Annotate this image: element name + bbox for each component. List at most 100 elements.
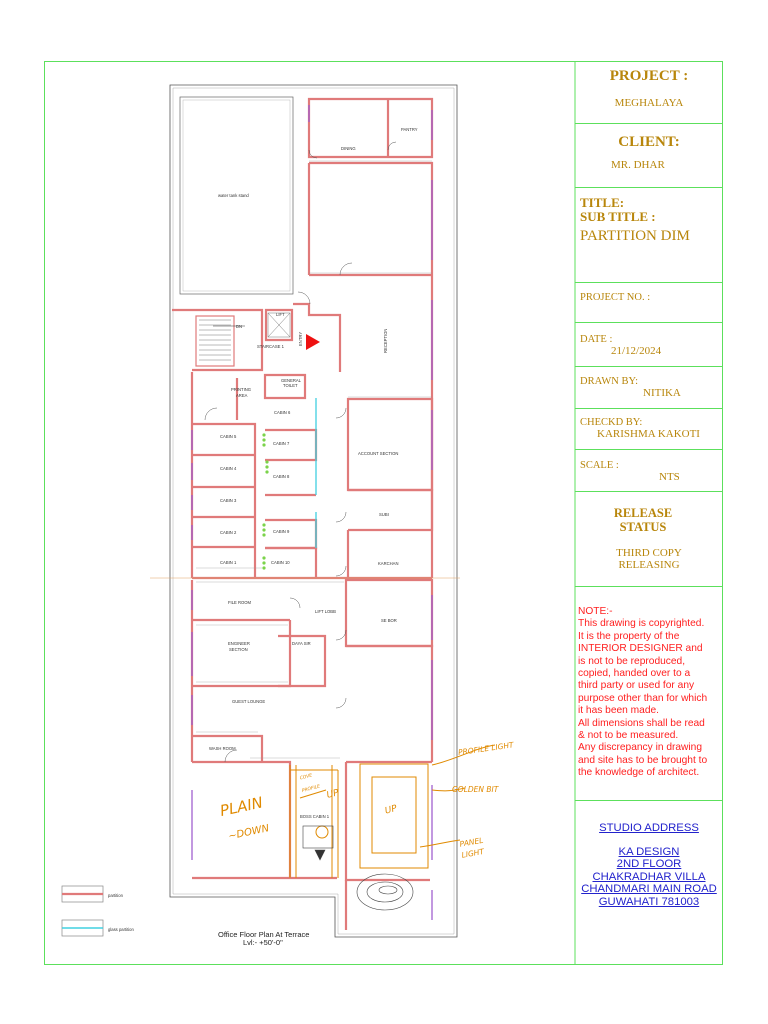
label-guest-lounge: GUEST LOUNGE [232, 699, 265, 704]
note-line: is not to be reproduced, [578, 655, 686, 667]
entry-marker-icon [306, 334, 320, 350]
studio-line: KA DESIGN [618, 845, 680, 858]
water-tank-stand [179, 96, 294, 295]
client-label: CLIENT: [618, 134, 680, 150]
title-block-note: NOTE:- This drawing is copyrighted. It i… [575, 587, 723, 801]
label-cabin-9: CABIN 9 [273, 529, 290, 534]
label-staircase: STAIRCASE 1 [257, 344, 285, 349]
title-block-project: PROJECT : MEGHALAYA [575, 61, 723, 124]
label-dining: DINING [341, 146, 356, 151]
note-line: it has been made. [578, 705, 659, 717]
label-account-section: ACCOUNT SECTION [358, 451, 398, 456]
label-engineer: ENGINEER [228, 641, 250, 646]
label-cabin-1: CABIN 1 [220, 560, 237, 565]
annotation-cove: COVE [299, 772, 313, 781]
title-block-client: CLIENT: MR. DHAR [575, 124, 723, 188]
annotation-panel-light-2: LIGHT [461, 847, 486, 860]
checked-by-label: CHECKD BY: [580, 417, 643, 428]
title-block-studio: STUDIO ADDRESS KA DESIGN 2ND FLOOR CHAKR… [575, 801, 723, 965]
label-cabin-6: CABIN 6 [274, 410, 291, 415]
annotation-profile: PROFILE [301, 783, 321, 794]
label-cabin-7: CABIN 7 [273, 441, 290, 446]
dimension-lines [150, 160, 460, 759]
title-block-date: DATE : 21/12/2024 [575, 323, 723, 367]
annotation-up-1: UP [326, 788, 341, 801]
note-line: purpose other than for which [578, 692, 708, 704]
label-dn: DN [236, 324, 242, 329]
building-inner-outline [172, 87, 455, 935]
title-block-checked-by: CHECKD BY: KARISHMA KAKOTI [575, 409, 723, 450]
note-line: copied, handed over to a [578, 668, 691, 680]
label-lift-lobby: LIFT LOBB [315, 609, 336, 614]
studio-line: GUWAHATI 781003 [598, 895, 700, 908]
boss-cabin-sketch [289, 744, 496, 878]
label-lift: LIFT [276, 312, 285, 317]
label-general-toilet: GENERAL [281, 378, 302, 383]
label-reception: RECEPTION [383, 329, 388, 353]
label-engineer-section: SECTION [229, 647, 248, 652]
date-value: 21/12/2024 [611, 345, 662, 357]
release-value-1: THIRD COPY [616, 547, 682, 559]
label-water-tank: water tank stand [218, 193, 249, 198]
note-line: NOTE:- [578, 606, 613, 617]
date-label: DATE : [580, 334, 613, 345]
note-line: It is the property of the [578, 630, 680, 642]
subtitle-label: SUB TITLE : [580, 209, 656, 224]
label-boss-cabin: BOSS CABIN 1 [300, 814, 330, 819]
plan-level: Lvl:- +50'-0" [243, 938, 283, 947]
scale-label: SCALE : [580, 460, 619, 471]
annotation-plain: PLAIN [218, 793, 264, 820]
label-cabin-4: CABIN 4 [220, 466, 237, 471]
note-line: Any discrepancy in drawing [578, 742, 703, 754]
drawn-by-value: NITIKA [643, 387, 681, 399]
label-sub: SUBI [379, 512, 389, 517]
client-value: MR. DHAR [611, 159, 665, 171]
label-kitchen: KARCHAN [378, 561, 398, 566]
legend-glass-label: glass partition [108, 927, 135, 932]
title-block-drawn-by: DRAWN BY: NITIKA [575, 367, 723, 409]
project-value: MEGHALAYA [614, 97, 684, 109]
studio-line: 2ND FLOOR [616, 858, 682, 871]
label-daya-sir: DAYA SIR [292, 641, 311, 646]
title-block-scale: SCALE : NTS [575, 450, 723, 492]
note-line: This drawing is copyrighted. [578, 618, 705, 630]
drawn-by-label: DRAWN BY: [580, 376, 638, 387]
label-printing-area: AREA [236, 393, 248, 398]
plan-legend [61, 885, 104, 937]
project-no-label: PROJECT NO. : [580, 292, 651, 303]
subtitle-value: PARTITION DIM [580, 228, 690, 244]
label-cabin-5: CABIN 5 [220, 434, 237, 439]
annotation-panel-light: PANEL [459, 836, 484, 849]
label-entry: ENTRY [298, 332, 303, 346]
label-cabin-10: CABIN 10 [271, 560, 290, 565]
note-line: and site has to be brought to [578, 754, 708, 766]
note-line: & not to be measured. [578, 730, 679, 742]
annotation-golden-bit: GOLDEN BIT [452, 785, 500, 794]
checked-by-value: KARISHMA KAKOTI [597, 428, 700, 440]
annotation-profile-light: PROFILE LIGHT [458, 740, 516, 757]
label-wash-room: WASH ROOM [209, 746, 236, 751]
boss-cabin-furniture [302, 825, 414, 911]
lift-shaft [267, 312, 291, 338]
studio-line: CHAKRADHAR VILLA [592, 870, 706, 883]
legend-partition-label: partition [108, 893, 124, 898]
title-block-title: TITLE: SUB TITLE : PARTITION DIM [575, 188, 723, 283]
window-accents [191, 105, 433, 920]
scale-value: NTS [659, 471, 680, 483]
release-label-2: STATUS [619, 520, 667, 534]
title-block-project-no: PROJECT NO. : [575, 283, 723, 323]
note-line: INTERIOR DESIGNER and [578, 643, 703, 655]
label-se-bor: SE BOR [381, 618, 397, 623]
label-cabin-3: CABIN 3 [220, 498, 237, 503]
note-line: the knowledge of architect. [578, 767, 700, 779]
staircase-treads [195, 315, 245, 367]
studio-line: CHANDMARI MAIN ROAD [581, 883, 717, 896]
release-label-1: RELEASE [613, 506, 673, 520]
release-value-2: RELEASING [618, 559, 680, 571]
title-block-release: RELEASE STATUS THIRD COPY RELEASING [575, 492, 723, 587]
title-label: TITLE: [580, 195, 625, 210]
label-cabin-8: CABIN 8 [273, 474, 290, 479]
plan-caption: Office Floor Plan At Terrace [218, 930, 309, 939]
